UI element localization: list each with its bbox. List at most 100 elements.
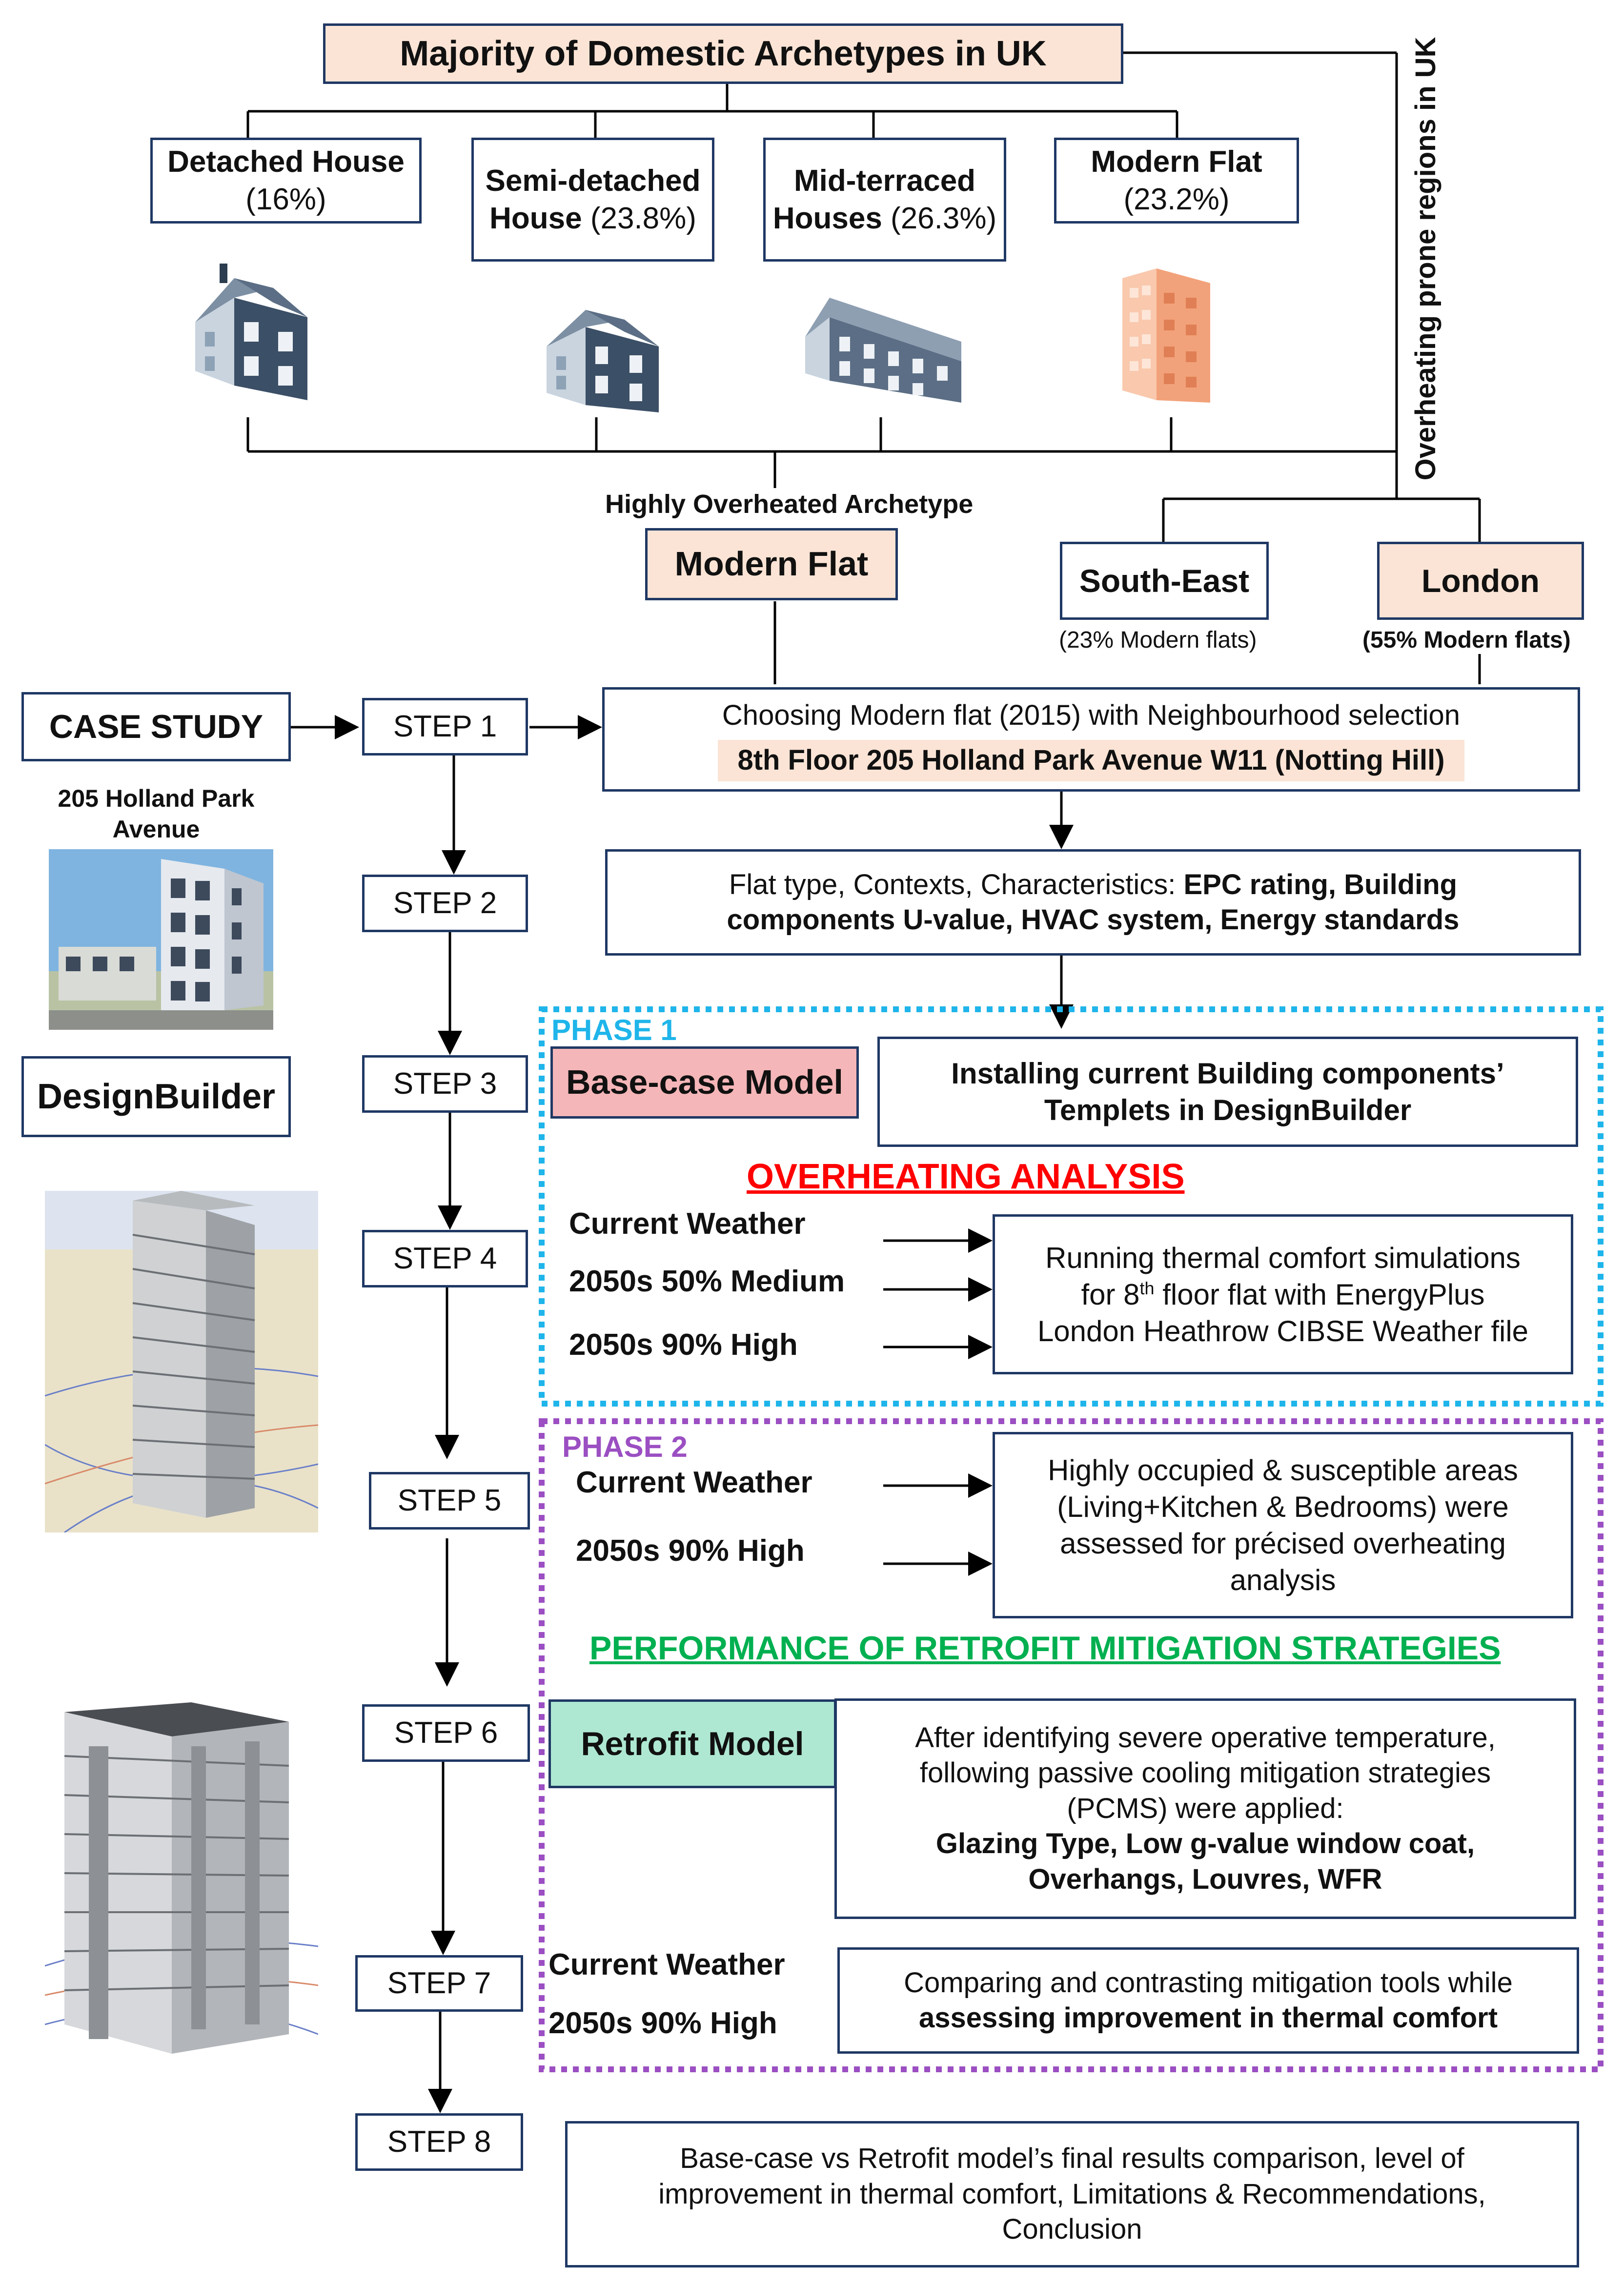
designbuilder-model-render bbox=[45, 1191, 318, 1532]
case-study-address-l2: Avenue bbox=[112, 815, 200, 843]
step-8: STEP 8 bbox=[355, 2113, 523, 2171]
step-2: STEP 2 bbox=[362, 875, 528, 932]
step-7: STEP 7 bbox=[355, 1955, 523, 2012]
thermal-simulation-l3: London Heathrow CIBSE Weather file bbox=[1037, 1314, 1529, 1348]
selected-modern-flat: Modern Flat bbox=[645, 528, 898, 600]
assessment-l2: (Living+Kitchen & Bedrooms) were bbox=[1057, 1491, 1509, 1523]
step2-bold-text-2: components U-value, HVAC system, Energy … bbox=[727, 904, 1460, 936]
detached-house-icon bbox=[195, 264, 307, 400]
p2-step7-weather-2050-high-text: 2050s 90% High bbox=[548, 2006, 777, 2040]
comparison-l2: assessing improvement in thermal comfort bbox=[918, 2002, 1498, 2034]
step-6-label: STEP 6 bbox=[394, 1716, 498, 1750]
case-study-text: CASE STUDY bbox=[49, 708, 264, 745]
step-5-label: STEP 5 bbox=[397, 1484, 502, 1518]
phase-1-label-text: PHASE 1 bbox=[551, 1014, 677, 1046]
final-results-l2: improvement in thermal comfort, Limitati… bbox=[658, 2178, 1486, 2210]
highly-overheated-label: Highly Overheated Archetype bbox=[605, 488, 973, 521]
phase-2-label: PHASE 2 bbox=[562, 1430, 688, 1464]
london-note-text: (55% Modern flats) bbox=[1362, 627, 1571, 653]
case-study-building-photo bbox=[49, 849, 273, 1030]
pcms-l3: (PCMS) were applied: bbox=[1067, 1792, 1344, 1824]
final-results-l3: Conclusion bbox=[1002, 2213, 1142, 2246]
assessment-l3: assessed for précised overheating bbox=[1060, 1527, 1506, 1560]
install-templates-box: Installing current Building components’ … bbox=[877, 1037, 1578, 1147]
archetype-modern-flat: Modern Flat (23.2%) bbox=[1054, 138, 1299, 224]
archetype-detached-pct: (16%) bbox=[245, 183, 326, 216]
retrofit-strategies-heading: PERFORMANCE OF RETROFIT MITIGATION STRAT… bbox=[589, 1629, 1501, 1667]
step-1: STEP 1 bbox=[362, 698, 528, 756]
archetype-mid-pct: (26.3%) bbox=[891, 202, 997, 235]
selected-modern-flat-text: Modern Flat bbox=[674, 545, 869, 583]
p1-weather-2050-high-text: 2050s 90% High bbox=[569, 1328, 798, 1362]
region-south-east-text: South-East bbox=[1079, 562, 1250, 599]
pcms-l4: Glazing Type, Low g-value window coat, bbox=[935, 1828, 1475, 1860]
retrofit-model-render bbox=[45, 1693, 318, 2063]
pcms-l2: following passive cooling mitigation str… bbox=[919, 1757, 1491, 1789]
step-2-label: STEP 2 bbox=[393, 886, 497, 920]
p2-step7-weather-2050-high: 2050s 90% High bbox=[548, 2006, 777, 2041]
p1-weather-2050-medium: 2050s 50% Medium bbox=[569, 1264, 845, 1299]
step1-description: Choosing Modern flat (2015) with Neighbo… bbox=[602, 687, 1580, 792]
assessment-box: Highly occupied & susceptible areas (Liv… bbox=[993, 1432, 1573, 1618]
case-study-box: CASE STUDY bbox=[21, 692, 291, 761]
pcms-box: After identifying severe operative tempe… bbox=[834, 1698, 1576, 1919]
retrofit-strategies-heading-text: PERFORMANCE OF RETROFIT MITIGATION STRAT… bbox=[589, 1630, 1501, 1667]
archetypes-title-text: Majority of Domestic Archetypes in UK bbox=[400, 34, 1047, 73]
step-3-label: STEP 3 bbox=[393, 1067, 497, 1101]
p2-weather-2050-high: 2050s 90% High bbox=[576, 1533, 805, 1568]
phase-1-label: PHASE 1 bbox=[551, 1013, 677, 1047]
region-london: London bbox=[1377, 542, 1584, 620]
assessment-l4: analysis bbox=[1230, 1564, 1336, 1596]
designbuilder-text: DesignBuilder bbox=[37, 1077, 276, 1116]
case-study-address-l1: 205 Holland Park bbox=[58, 785, 255, 812]
london-note: (55% Modern flats) bbox=[1362, 626, 1571, 655]
archetype-semi-detached: Semi-detached House (23.8%) bbox=[471, 138, 714, 262]
p1-weather-2050-high: 2050s 90% High bbox=[569, 1327, 798, 1362]
step-8-label: STEP 8 bbox=[387, 2125, 491, 2159]
final-results-box: Base-case vs Retrofit model’s final resu… bbox=[565, 2121, 1579, 2267]
thermal-simulation-l2b: floor flat with EnergyPlus bbox=[1154, 1278, 1485, 1311]
step-5: STEP 5 bbox=[369, 1472, 530, 1530]
step-4-label: STEP 4 bbox=[393, 1242, 497, 1276]
retrofit-model-box: Retrofit Model bbox=[548, 1699, 836, 1788]
overheating-regions-label: Overheating prone regions in UK bbox=[1408, 37, 1444, 481]
p2-weather-current: Current Weather bbox=[576, 1465, 812, 1500]
thermal-simulation-l1: Running thermal comfort simulations bbox=[1045, 1241, 1521, 1274]
south-east-note-text: (23% Modern flats) bbox=[1059, 627, 1257, 653]
semi-detached-house-icon bbox=[547, 310, 659, 412]
p1-weather-2050-medium-text: 2050s 50% Medium bbox=[569, 1265, 845, 1298]
archetype-semi-pct: (23.8%) bbox=[590, 202, 696, 235]
archetype-mid-name-l1: Mid-terraced bbox=[793, 163, 976, 198]
step-4: STEP 4 bbox=[362, 1230, 528, 1287]
archetype-semi-name-l1: Semi-detached bbox=[485, 163, 701, 198]
modern-flat-icon bbox=[1122, 268, 1210, 403]
step2-plain-text: Flat type, Contexts, Characteristics: bbox=[729, 868, 1184, 900]
step-6: STEP 6 bbox=[362, 1704, 530, 1762]
archetype-semi-name-l2: House bbox=[489, 202, 582, 235]
install-templates-l2: Templets in DesignBuilder bbox=[1044, 1094, 1412, 1126]
assessment-l1: Highly occupied & susceptible areas bbox=[1048, 1454, 1518, 1487]
designbuilder-box: DesignBuilder bbox=[21, 1056, 291, 1137]
phase-2-label-text: PHASE 2 bbox=[562, 1430, 688, 1463]
archetype-flat-pct: (23.2%) bbox=[1123, 183, 1230, 216]
thermal-simulation-box: Running thermal comfort simulations for … bbox=[993, 1214, 1573, 1374]
overheating-analysis-heading: OVERHEATING ANALYSIS bbox=[747, 1157, 1184, 1197]
step1-line1: Choosing Modern flat (2015) with Neighbo… bbox=[722, 699, 1461, 731]
retrofit-model-text: Retrofit Model bbox=[581, 1725, 804, 1762]
step1-address-highlight: 8th Floor 205 Holland Park Avenue W11 (N… bbox=[718, 740, 1464, 781]
pcms-l1: After identifying severe operative tempe… bbox=[915, 1721, 1496, 1754]
archetype-detached-name: Detached House bbox=[167, 144, 405, 179]
archetype-mid-terraced: Mid-terraced Houses (26.3%) bbox=[763, 138, 1006, 262]
install-templates-l1: Installing current Building components’ bbox=[951, 1057, 1504, 1090]
step2-description: Flat type, Contexts, Characteristics: EP… bbox=[605, 849, 1581, 956]
overheating-analysis-heading-text: OVERHEATING ANALYSIS bbox=[747, 1157, 1185, 1196]
base-case-model-text: Base-case Model bbox=[566, 1063, 844, 1102]
comparison-l1: Comparing and contrasting mitigation too… bbox=[904, 1966, 1513, 1999]
mid-terraced-houses-icon bbox=[805, 298, 961, 403]
south-east-note: (23% Modern flats) bbox=[1059, 626, 1257, 655]
p2-weather-2050-high-text: 2050s 90% High bbox=[576, 1534, 805, 1568]
step2-bold-text-1: EPC rating, Building bbox=[1183, 868, 1458, 900]
step-3: STEP 3 bbox=[362, 1055, 528, 1113]
step-7-label: STEP 7 bbox=[387, 1966, 491, 2001]
